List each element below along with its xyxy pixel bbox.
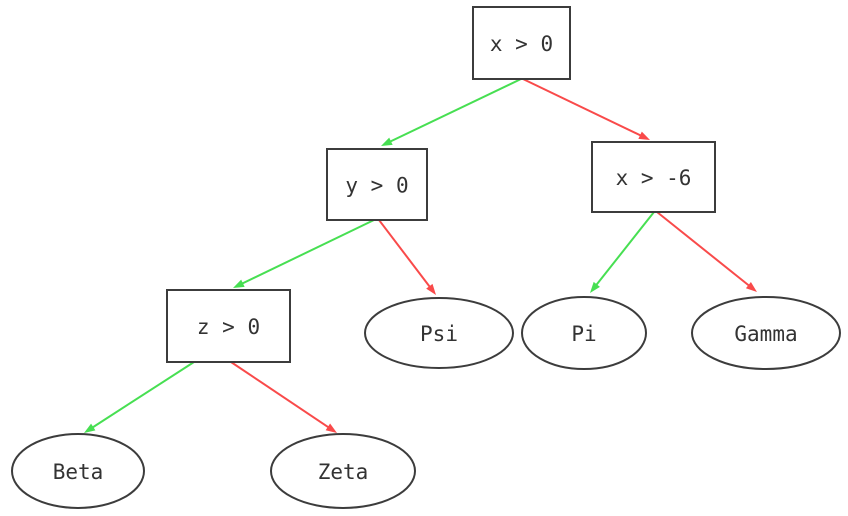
leaf-ellipse — [521, 296, 647, 370]
decision-box — [326, 148, 428, 221]
leaf-ellipse — [691, 296, 841, 370]
leaf-ellipse — [364, 297, 514, 369]
node-label: Beta — [53, 460, 104, 484]
node-label: x > -6 — [616, 166, 692, 190]
edge-false-x-gt-neg6-to-gamma — [656, 211, 757, 292]
decision-node-x-gt-0: x > 0 — [472, 6, 571, 80]
node-label: x > 0 — [490, 32, 553, 56]
edge-true-x-gt-neg6-to-pi — [590, 211, 655, 293]
decision-box — [166, 289, 291, 363]
edge-false-z-gt-0-to-zeta — [230, 361, 337, 433]
decision-node-x-gt-neg6: x > -6 — [591, 141, 716, 213]
node-label: z > 0 — [197, 315, 260, 339]
leaf-node-beta: Beta — [11, 433, 145, 509]
node-label: Zeta — [318, 460, 369, 484]
node-label: Psi — [420, 322, 458, 346]
arrowhead-icon — [84, 423, 96, 433]
arrowhead-icon — [325, 423, 337, 433]
arrowhead-icon — [745, 282, 757, 292]
arrowhead-icon — [381, 137, 393, 146]
arrowhead-icon — [638, 131, 650, 140]
decision-node-z-gt-0: z > 0 — [166, 289, 291, 363]
edge-true-z-gt-0-to-beta — [84, 361, 195, 433]
leaf-node-pi: Pi — [521, 296, 647, 370]
node-label: y > 0 — [345, 174, 408, 198]
leaf-node-gamma: Gamma — [691, 296, 841, 370]
edge-false-y-gt-0-to-psi — [378, 219, 436, 295]
edge-false-x-gt-0-to-x-gt-neg6 — [522, 78, 650, 140]
leaf-ellipse — [270, 433, 416, 509]
leaf-node-psi: Psi — [364, 297, 514, 369]
leaf-node-zeta: Zeta — [270, 433, 416, 509]
decision-box — [472, 6, 571, 80]
arrowhead-icon — [426, 283, 436, 295]
arrowhead-icon — [590, 281, 600, 293]
decision-node-y-gt-0: y > 0 — [326, 148, 428, 221]
edge-true-x-gt-0-to-y-gt-0 — [381, 78, 522, 146]
decision-box — [591, 141, 716, 213]
node-label: Gamma — [734, 322, 797, 346]
arrowhead-icon — [233, 279, 245, 288]
edge-true-y-gt-0-to-z-gt-0 — [233, 219, 375, 288]
leaf-ellipse — [11, 433, 145, 509]
node-label: Pi — [571, 322, 596, 346]
